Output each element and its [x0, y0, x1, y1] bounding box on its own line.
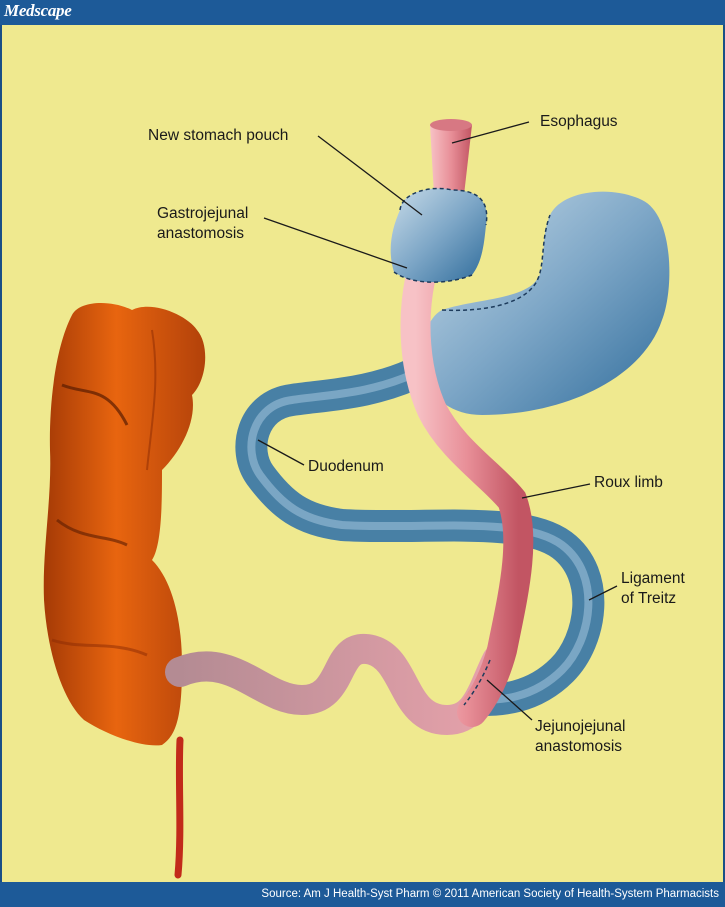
- leader-duodenum: [257, 439, 305, 466]
- medscape-logo: Medscape: [4, 1, 72, 20]
- esophagus: [430, 119, 472, 195]
- roux-limb: [400, 265, 534, 727]
- footer-bar: Source: Am J Health-Syst Pharm © 2011 Am…: [0, 882, 725, 907]
- diagram-canvas: New stomach pouch Esophagus Gastrojejuna…: [2, 25, 723, 882]
- label-roux-limb: Roux limb: [594, 474, 663, 491]
- duodenum-loop: [235, 354, 605, 716]
- source-citation: Source: Am J Health-Syst Pharm © 2011 Am…: [261, 888, 719, 900]
- label-duodenum: Duodenum: [308, 458, 384, 475]
- leader-esophagus: [451, 121, 530, 144]
- leader-roux-limb: [521, 483, 591, 499]
- leader-ligament-of-treitz: [588, 585, 618, 601]
- leader-lines: [257, 121, 618, 721]
- label-jejunojejunal-line1: Jejunojejunal: [535, 718, 626, 735]
- label-ligament-line1: Ligament: [621, 570, 685, 587]
- label-jejunojejunal-line2: anastomosis: [535, 738, 622, 755]
- ileum: [165, 634, 512, 736]
- leader-jejunojejunal: [486, 679, 533, 721]
- leader-new-stomach-pouch: [317, 135, 423, 216]
- stomach-pouch: [390, 187, 488, 283]
- gastric-bypass-diagram: New stomach pouch Esophagus Gastrojejuna…: [43, 113, 685, 879]
- label-gastrojejunal-line2: anastomosis: [157, 225, 244, 242]
- label-esophagus: Esophagus: [540, 113, 618, 130]
- remnant-stomach: [422, 191, 670, 415]
- label-ligament-line2: of Treitz: [621, 590, 676, 607]
- leader-gastrojejunal: [263, 217, 408, 269]
- header-bar: Medscape: [0, 0, 725, 25]
- colon: [43, 303, 206, 879]
- label-new-stomach-pouch: New stomach pouch: [148, 127, 288, 144]
- labels: New stomach pouch Esophagus Gastrojejuna…: [148, 113, 685, 755]
- label-gastrojejunal-line1: Gastrojejunal: [157, 205, 248, 222]
